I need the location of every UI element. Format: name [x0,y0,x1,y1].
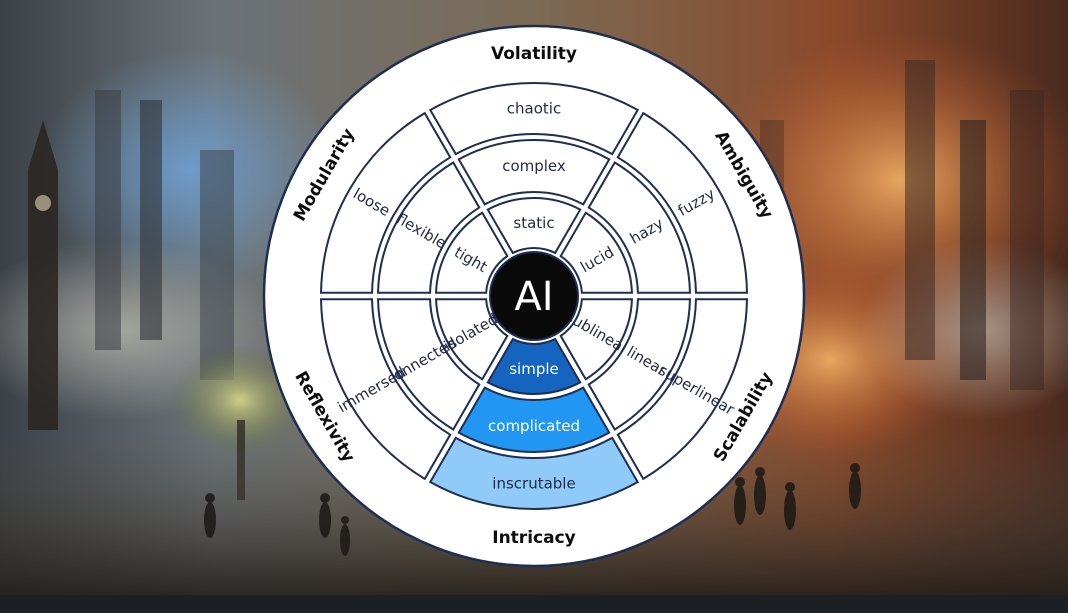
bottom-bar [0,595,1068,613]
level-label-complicated: complicated [488,417,580,435]
level-cell-complex [457,139,611,206]
level-cell-loose [320,111,452,294]
level-cell-fuzzy [616,111,748,294]
level-cell-flexible [377,161,481,294]
level-cell-hazy [587,161,691,294]
level-cell-inscrutable [428,436,640,511]
level-label-static: static [513,214,554,232]
level-label-complex: complex [502,157,566,175]
level-label-inscrutable: inscrutable [492,475,575,493]
level-cell-sublinear [559,298,633,381]
dimension-label-intricacy: Intricacy [492,528,575,548]
dimension-volatility: static complex chaotic Volatility [428,44,640,255]
level-cell-superlinear [616,298,748,481]
level-cell-tight [435,211,509,294]
level-cell-immersed [320,298,452,481]
level-cell-complicated [457,386,611,453]
level-label-simple: simple [509,360,559,378]
level-cell-static [486,197,582,255]
level-cell-isolated [435,298,509,381]
dimension-label-volatility: Volatility [491,44,577,64]
ai-hub-label: AI [514,274,553,320]
level-cell-connected [377,298,481,431]
level-label-chaotic: chaotic [507,100,561,118]
clock-tower-icon [28,120,58,430]
ai-hub [489,251,579,341]
framework-wheel-diagram: staticcomplexchaoticVolatilitylucidhazyf… [262,24,806,568]
level-cell-simple [486,337,582,395]
level-cell-lucid [559,211,633,294]
level-cell-chaotic [428,81,640,156]
level-cell-linear [587,298,691,431]
people-silhouettes-icon [204,463,861,556]
